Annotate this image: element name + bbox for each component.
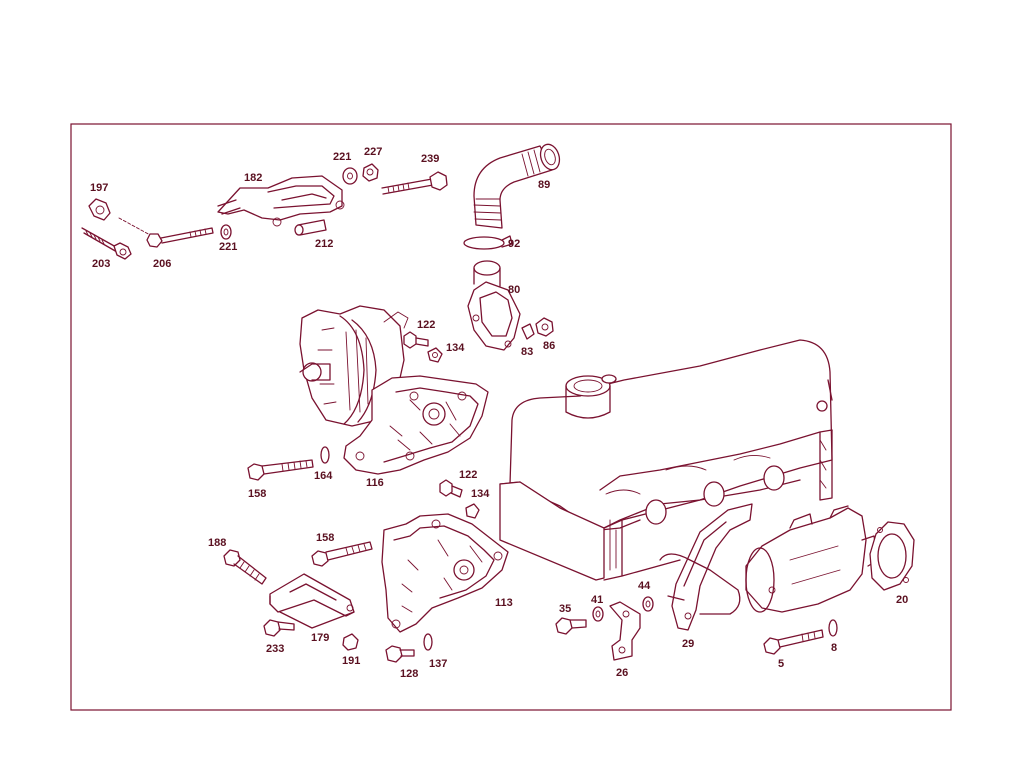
part-179-plate <box>269 573 355 629</box>
label-134-upper: 134 <box>446 342 465 354</box>
part-113-bracket <box>381 513 509 633</box>
part-83-washer <box>521 323 535 340</box>
label-134-lower: 134 <box>471 488 490 500</box>
label-86: 86 <box>543 340 555 352</box>
label-206: 206 <box>153 258 171 270</box>
part-89-hose <box>473 143 561 229</box>
part-128-bolt <box>385 645 415 663</box>
label-89: 89 <box>538 179 550 191</box>
label-221-lower: 221 <box>219 241 237 253</box>
label-5: 5 <box>778 658 784 670</box>
part-233-bolt <box>263 619 295 637</box>
part-26-bracket <box>609 601 641 661</box>
part-197-nut <box>88 198 111 221</box>
part-122-bolt-upper <box>403 331 429 349</box>
label-44: 44 <box>638 580 651 592</box>
part-221-washer-upper <box>342 167 358 185</box>
label-116: 116 <box>366 477 384 489</box>
part-203-bolt <box>81 227 132 260</box>
part-134-nut-upper <box>427 347 443 363</box>
engine-block <box>499 339 833 581</box>
part-41-washer <box>592 606 604 622</box>
label-92: 92 <box>508 238 520 250</box>
label-137: 137 <box>429 658 447 670</box>
label-80: 80 <box>508 284 520 296</box>
label-128: 128 <box>400 668 418 680</box>
label-221-upper: 221 <box>333 151 351 163</box>
part-labels: 197 203 206 182 221 221 227 239 212 89 9… <box>90 146 908 680</box>
label-212: 212 <box>315 238 333 250</box>
part-35-bolt <box>555 617 587 635</box>
part-44-washer <box>642 596 654 612</box>
part-239-bolt <box>381 171 448 195</box>
label-233: 233 <box>266 643 284 655</box>
part-221-washer-lower <box>220 224 232 240</box>
label-191: 191 <box>342 655 360 667</box>
part-158-bolt-lower <box>311 541 373 567</box>
part-182-bracket <box>217 175 345 227</box>
part-122-bolt-lower <box>439 479 463 498</box>
part-158-bolt-upper <box>247 459 314 481</box>
part-20-gasket <box>869 521 915 591</box>
label-122-lower: 122 <box>459 469 477 481</box>
label-26: 26 <box>616 667 628 679</box>
label-122-upper: 122 <box>417 319 435 331</box>
part-137-washer <box>423 633 433 651</box>
part-164-washer <box>320 446 330 464</box>
part-191-nut <box>342 633 359 651</box>
part-5-bolt <box>763 629 824 655</box>
label-203: 203 <box>92 258 110 270</box>
label-41: 41 <box>591 594 603 606</box>
label-188: 188 <box>208 537 226 549</box>
label-158-upper: 158 <box>248 488 266 500</box>
part-134-nut-lower <box>465 503 480 519</box>
label-29: 29 <box>682 638 694 650</box>
part-227-nut <box>362 163 379 182</box>
label-8: 8 <box>831 642 837 654</box>
part-188-bolt <box>223 549 267 585</box>
label-35: 35 <box>559 603 571 615</box>
part-8-washer <box>828 619 838 637</box>
starter-motor <box>745 505 879 613</box>
part-116-bracket <box>343 375 489 475</box>
label-239: 239 <box>421 153 439 165</box>
label-164: 164 <box>314 470 333 482</box>
label-83: 83 <box>521 346 533 358</box>
label-227: 227 <box>364 146 382 158</box>
label-158-lower: 158 <box>316 532 334 544</box>
part-29-strap <box>659 503 753 631</box>
part-212-spacer <box>294 219 327 236</box>
label-179: 179 <box>311 632 329 644</box>
label-197: 197 <box>90 182 108 194</box>
label-182: 182 <box>244 172 262 184</box>
diagram-frame <box>70 123 952 711</box>
label-20: 20 <box>896 594 908 606</box>
part-92-clamp <box>463 235 513 250</box>
part-206-bolt <box>118 217 214 248</box>
part-86-nut <box>535 317 554 337</box>
part-80-housing <box>467 260 521 351</box>
label-113: 113 <box>495 597 513 609</box>
